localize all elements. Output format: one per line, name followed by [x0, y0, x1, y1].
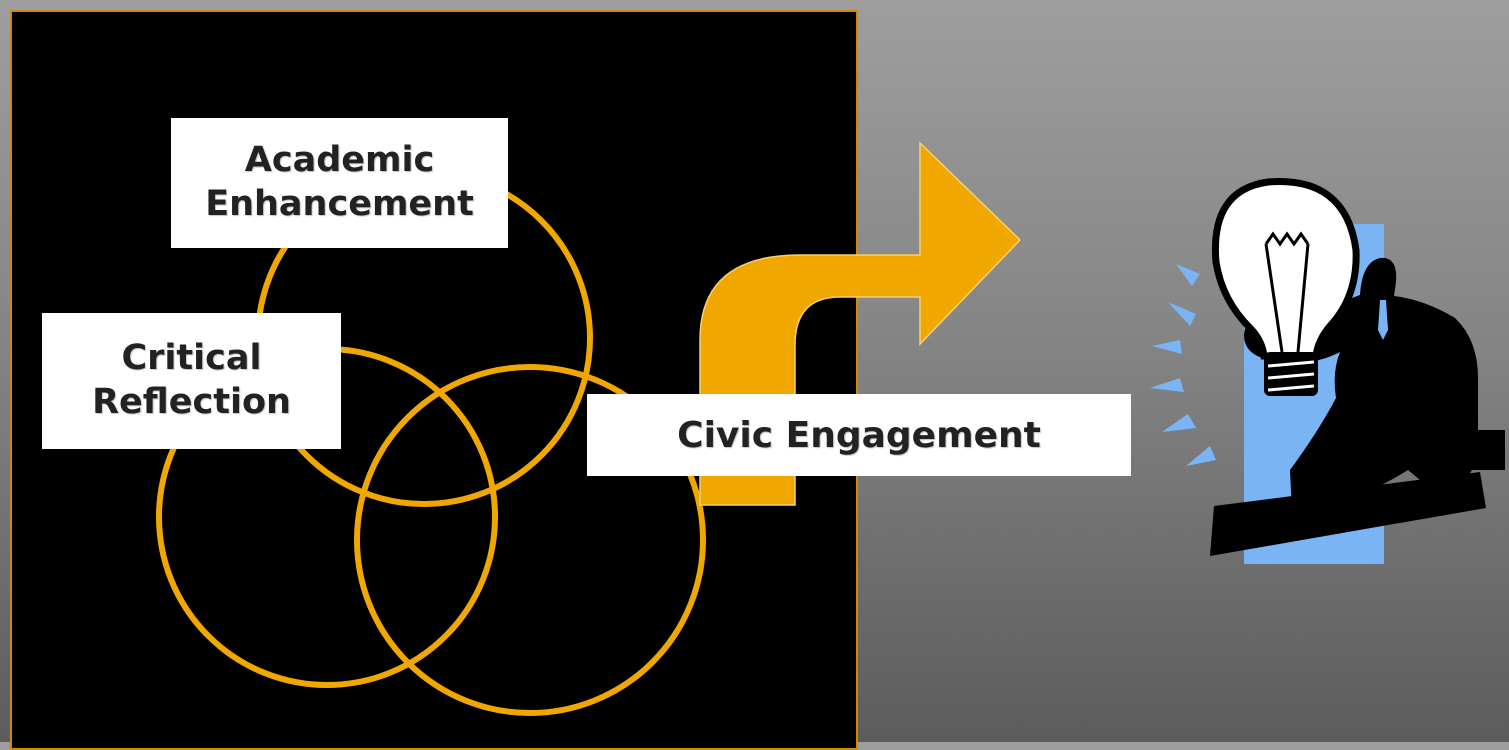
- clipart-tie: [1378, 300, 1388, 340]
- venn-circle-right: [354, 364, 706, 716]
- civic-engagement-label: Civic Engagement: [587, 394, 1131, 476]
- clipart-filament: [1264, 231, 1310, 247]
- critical-line-2: Reflection: [92, 382, 291, 422]
- critical-reflection-label: Critical Reflection: [42, 313, 341, 449]
- clipart-man-figure: [1244, 257, 1505, 512]
- clipart-light-rays: [1150, 264, 1216, 466]
- critical-line-1: Critical: [121, 338, 262, 379]
- academic-line-2: Enhancement: [205, 184, 474, 224]
- academic-line-1: Academic: [244, 140, 435, 181]
- academic-enhancement-label: Academic Enhancement: [171, 118, 508, 248]
- civic-engagement-text: Civic Engagement: [677, 414, 1041, 456]
- lightbulb-idea-man-icon: [1150, 178, 1505, 564]
- clipart-ramp: [1210, 472, 1486, 556]
